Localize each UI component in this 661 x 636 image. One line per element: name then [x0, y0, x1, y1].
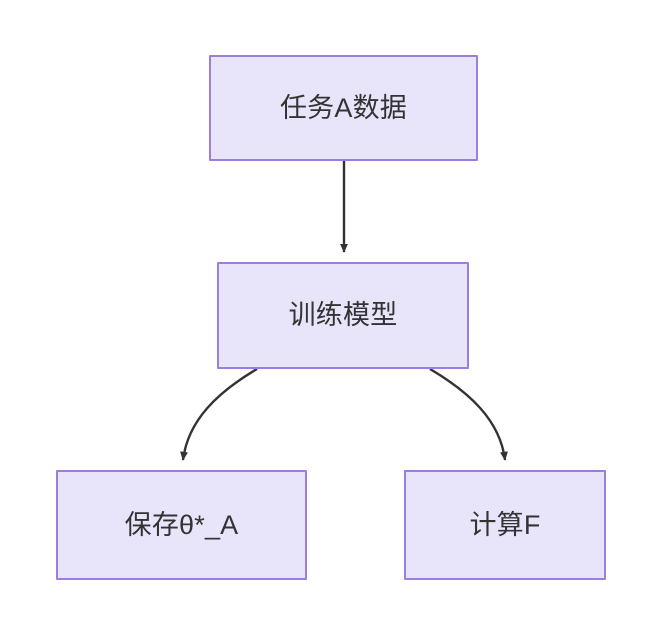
- node-task-a-data[interactable]: 任务A数据: [209, 55, 478, 161]
- edge-train-model-to-compute-f: [429, 367, 508, 461]
- node-train-model-label: 训练模型: [288, 300, 398, 331]
- node-task-a-data-label: 任务A数据: [279, 92, 407, 123]
- node-save-theta-label: 保存θ*_A: [124, 509, 239, 540]
- node-compute-f[interactable]: 计算F: [404, 470, 606, 580]
- node-save-theta[interactable]: 保存θ*_A: [56, 470, 307, 580]
- edge-train-model-to-save-theta: [180, 367, 258, 461]
- node-compute-f-label: 计算F: [469, 509, 541, 540]
- node-train-model[interactable]: 训练模型: [217, 262, 469, 369]
